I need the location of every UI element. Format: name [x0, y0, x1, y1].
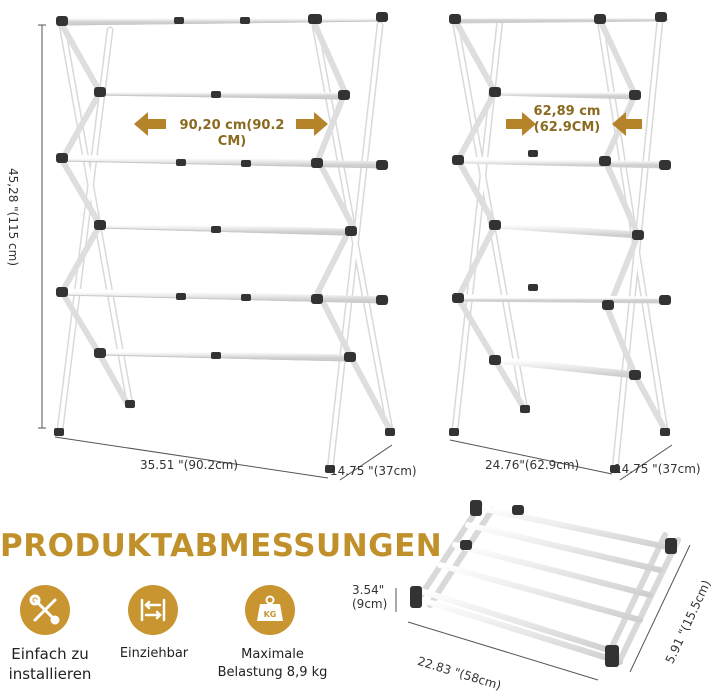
feature-retractable-label: Einziehbar — [119, 646, 189, 661]
feature-max-load-line2: Belastung 8,9 kg — [217, 665, 328, 680]
svg-text:KG: KG — [264, 610, 277, 619]
folded-rack — [410, 500, 681, 667]
feature-install-label: Einfach zu installieren — [0, 644, 100, 684]
expanded-width-line1: 90,20 cm(90.2 — [179, 118, 285, 133]
right-depth-label: 14.75 "(37cm) — [614, 462, 701, 476]
tools-icon — [20, 585, 70, 635]
folded-height-line1: 3.54" — [352, 583, 385, 597]
left-rack — [54, 12, 395, 474]
collapsed-width-line2: (62.9CM) — [533, 120, 601, 135]
right-width-label: 24.76"(62.9cm) — [485, 458, 580, 472]
expand-arrows — [134, 112, 328, 136]
right-dimension-lines — [449, 439, 673, 481]
weight-icon: KG — [245, 585, 295, 635]
feature-install-line1: Einfach zu — [11, 645, 89, 663]
feature-max-load-line1: Maximale — [241, 647, 304, 662]
folded-height-label: 3.54" (9cm) — [352, 583, 387, 611]
feature-max-load-label: Maximale Belastung 8,9 kg — [210, 646, 335, 682]
folded-height-line2: (9cm) — [352, 597, 388, 611]
collapsed-width-callout: 62,89 cm (62.9CM) — [522, 104, 612, 136]
left-depth-label: 14.75 "(37cm) — [330, 464, 417, 478]
feature-install-line2: installieren — [8, 665, 92, 683]
left-width-label: 35.51 "(90.2cm) — [140, 458, 239, 472]
page-title: PRODUKTABMESSUNGEN — [0, 528, 443, 564]
expanded-width-line2: CM) — [217, 134, 247, 149]
right-rack — [449, 12, 671, 474]
left-dimension-lines — [38, 24, 393, 481]
collapsed-width-line1: 62,89 cm — [533, 104, 601, 119]
folded-dimension-lines — [395, 544, 691, 681]
left-height-label: 45,28 "(115 cm) — [6, 167, 20, 267]
expand-icon — [128, 585, 178, 635]
collapse-arrows — [506, 112, 642, 136]
expanded-width-callout: 90,20 cm(90.2 CM) — [172, 118, 292, 150]
